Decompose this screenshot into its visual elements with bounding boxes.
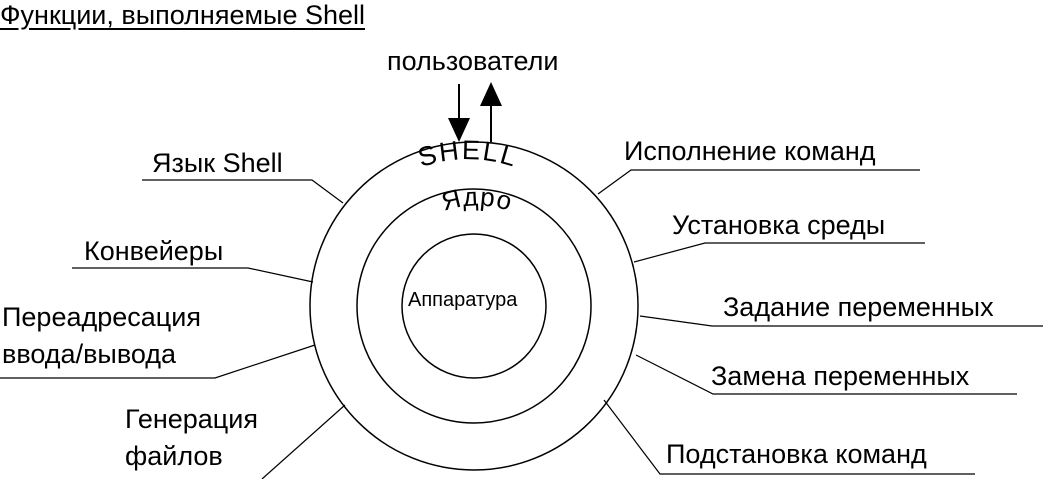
shell-ring	[309, 141, 639, 471]
label-subst-cmd: Подстановка команд	[666, 439, 927, 469]
leader-subst-vars	[635, 354, 1017, 395]
hardware-ring	[401, 233, 547, 379]
leader-pipes	[72, 267, 314, 283]
kernel-ring	[356, 188, 592, 424]
users-label: пользователи	[387, 46, 559, 76]
label-redirect-line2: ввода/вывода	[2, 339, 177, 369]
label-env: Установка среды	[672, 210, 886, 240]
arrow-down-icon	[448, 118, 470, 142]
hardware-label: Аппаратура	[408, 289, 518, 311]
shell-ring-label: SHELL	[415, 135, 522, 173]
leader-language	[142, 179, 344, 204]
label-filegen-line2: файлов	[125, 441, 223, 471]
label-subst-vars: Замена переменных	[711, 361, 970, 391]
label-exec: Исполнение команд	[624, 136, 876, 166]
leader-filegen	[261, 404, 346, 479]
leader-redirect	[0, 344, 316, 379]
leader-env	[633, 242, 925, 263]
diagram-title: Функции, выполняемые Shell	[0, 0, 366, 30]
arrow-up-icon	[480, 82, 502, 106]
label-redirect-line1: Переадресация	[2, 302, 201, 332]
kernel-ring-label: Ядро	[438, 181, 516, 216]
leader-subst-cmd	[603, 399, 975, 475]
leader-vars	[639, 315, 1043, 327]
label-filegen-line1: Генерация	[125, 404, 258, 434]
leader-exec	[597, 169, 920, 195]
label-shell-language: Язык Shell	[152, 148, 283, 178]
label-pipes: Конвейеры	[84, 236, 224, 266]
label-vars: Задание переменных	[723, 292, 994, 322]
